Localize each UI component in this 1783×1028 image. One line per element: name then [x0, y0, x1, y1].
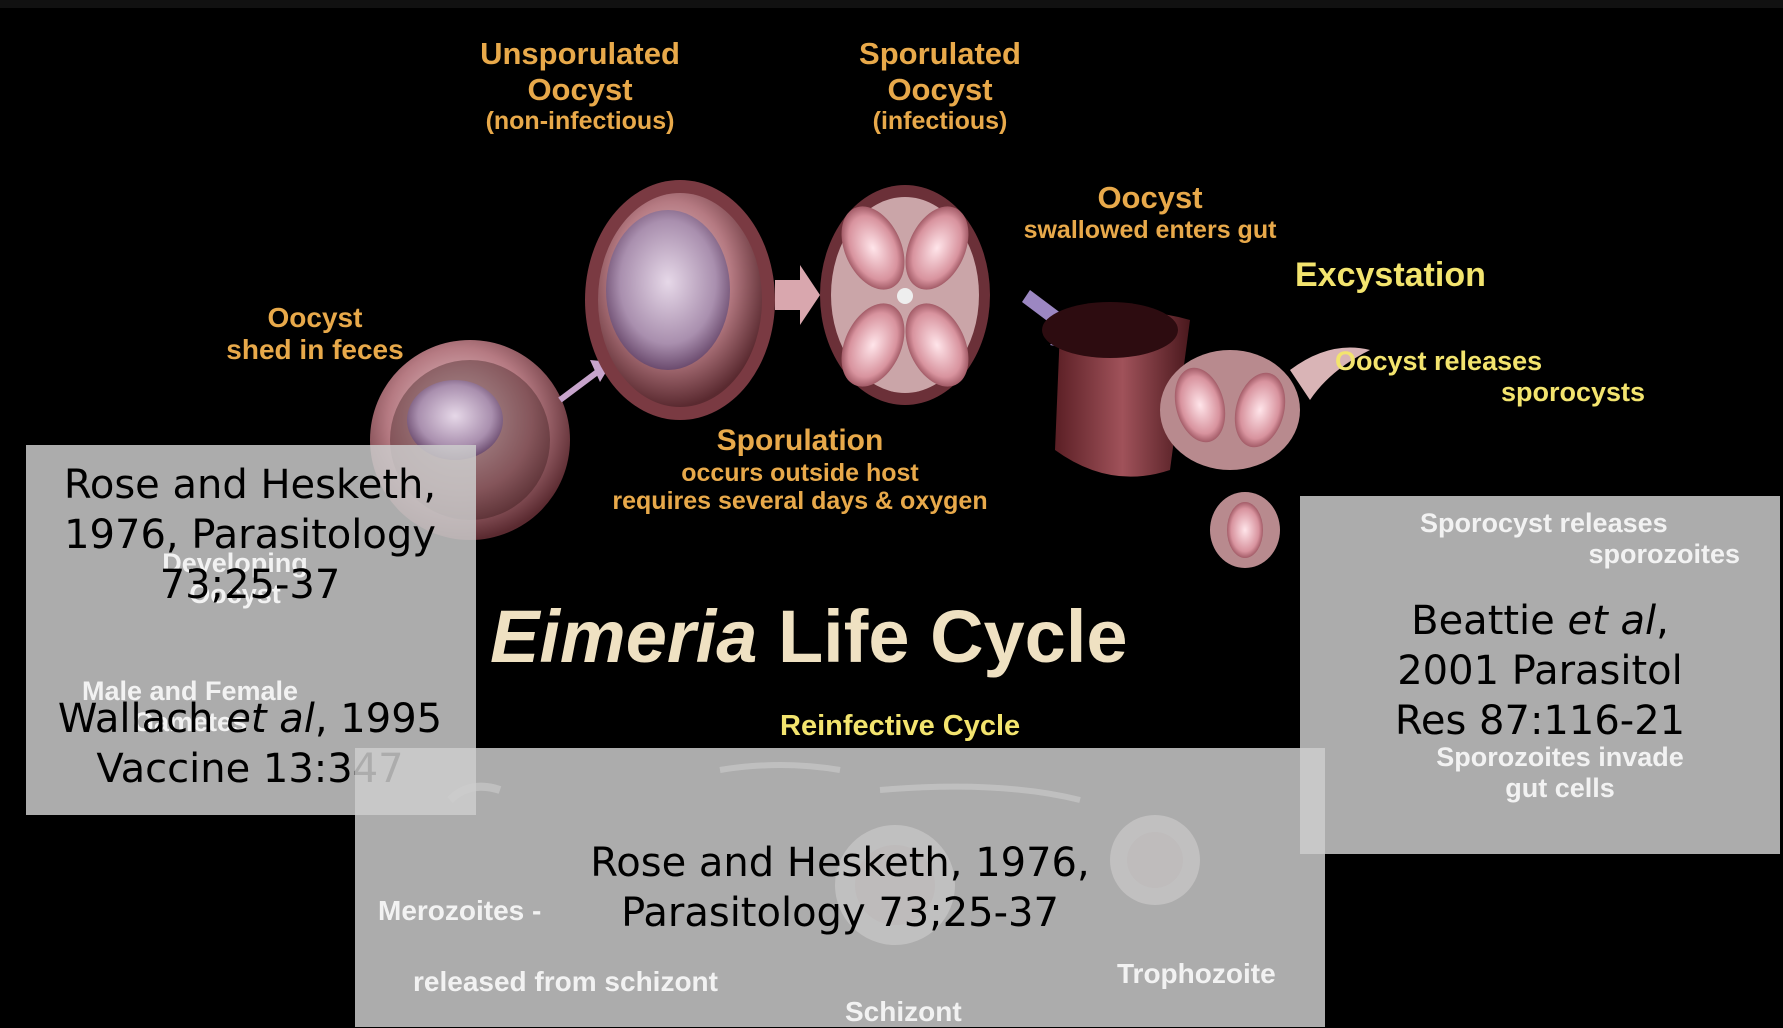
label-unsporulated-line2: Oocyst: [470, 72, 690, 108]
citation-bottom-line1: Rose and Hesketh, 1976,: [520, 838, 1160, 888]
label-sporulation: Sporulation occurs outside host requires…: [580, 424, 1020, 516]
label-sporulated-line1: Sporulated: [830, 36, 1050, 72]
label-sporozoites-invade: Sporozoites invade gut cells: [1400, 742, 1720, 804]
citation-wallach-line1: Wallach et al, 1995: [40, 694, 460, 744]
citation-beattie-line2: 2001 Parasitol: [1340, 646, 1740, 696]
label-merozoites: Merozoites -: [378, 895, 541, 927]
label-oocyst-releases: Oocyst releases sporocysts: [1335, 346, 1655, 408]
citation-left-a-line2: 1976, Parasitology: [40, 510, 460, 560]
label-oocyst-shed-line1: Oocyst: [210, 302, 420, 334]
label-released-from-schizont: released from schizont: [413, 966, 718, 998]
citation-beattie-line3: Res 87:116-21: [1340, 696, 1740, 746]
label-unsporulated-line1: Unsporulated: [470, 36, 690, 72]
label-oocyst-shed-line2: shed in feces: [210, 334, 420, 366]
title-genus: Eimeria: [490, 595, 757, 678]
label-schizont: Schizont: [845, 996, 962, 1028]
citation-wallach-author: Wallach: [58, 696, 226, 742]
citation-rose-hesketh-bottom: Rose and Hesketh, 1976, Parasitology 73;…: [520, 838, 1160, 938]
label-sporulation-line2: occurs outside host: [580, 459, 1020, 488]
label-sporocyst-releases: Sporocyst releases sporozoites: [1420, 508, 1740, 570]
label-unsporulated-line3: (non-infectious): [470, 107, 690, 136]
label-oocyst-gut-line2: swallowed enters gut: [1000, 216, 1300, 245]
label-oocyst-shed: Oocyst shed in feces: [210, 302, 420, 366]
label-trophozoite: Trophozoite: [1117, 958, 1276, 990]
title-rest: Life Cycle: [757, 595, 1127, 678]
label-sporulation-line1: Sporulation: [580, 424, 1020, 459]
citation-beattie-etal: et al: [1568, 598, 1657, 644]
label-sporozoites-invade-line1: Sporozoites invade: [1400, 742, 1720, 773]
label-oocyst-releases-line1: Oocyst releases: [1335, 346, 1655, 377]
label-sporocyst-releases-line1: Sporocyst releases: [1420, 508, 1740, 539]
label-sporulated-line2: Oocyst: [830, 72, 1050, 108]
label-oocyst-releases-line2: sporocysts: [1335, 377, 1655, 408]
label-sporulated-line3: (infectious): [830, 107, 1050, 136]
citation-beattie: Beattie et al, 2001 Parasitol Res 87:116…: [1340, 596, 1740, 746]
citation-left-a-line3: 73;25-37: [40, 560, 460, 610]
label-sporulation-line3: requires several days & oxygen: [580, 487, 1020, 516]
citation-rose-hesketh-left: Rose and Hesketh, 1976, Parasitology 73;…: [40, 460, 460, 610]
sporulated-oocyst-figure: [820, 185, 990, 405]
citation-bottom-line2: Parasitology 73;25-37: [520, 888, 1160, 938]
label-sporocyst-releases-line2: sporozoites: [1420, 539, 1740, 570]
citation-beattie-line1: Beattie et al,: [1340, 596, 1740, 646]
label-excystation: Excystation: [1295, 256, 1486, 295]
citation-wallach-year: , 1995: [315, 696, 442, 742]
citation-left-a-line1: Rose and Hesketh,: [40, 460, 460, 510]
label-sporulated-oocyst: Sporulated Oocyst (infectious): [830, 36, 1050, 136]
label-unsporulated-oocyst: Unsporulated Oocyst (non-infectious): [470, 36, 690, 136]
citation-wallach-etal: et al: [226, 696, 315, 742]
label-reinfective-cycle: Reinfective Cycle: [780, 710, 1020, 743]
label-sporozoites-invade-line2: gut cells: [1400, 773, 1720, 804]
citation-beattie-comma: ,: [1656, 598, 1669, 644]
diagram-title: Eimeria Life Cycle: [490, 600, 1128, 674]
unsporulated-oocyst-figure: [585, 180, 775, 420]
label-oocyst-gut-line1: Oocyst: [1000, 180, 1300, 216]
citation-beattie-author: Beattie: [1411, 598, 1567, 644]
label-oocyst-gut: Oocyst swallowed enters gut: [1000, 180, 1300, 244]
